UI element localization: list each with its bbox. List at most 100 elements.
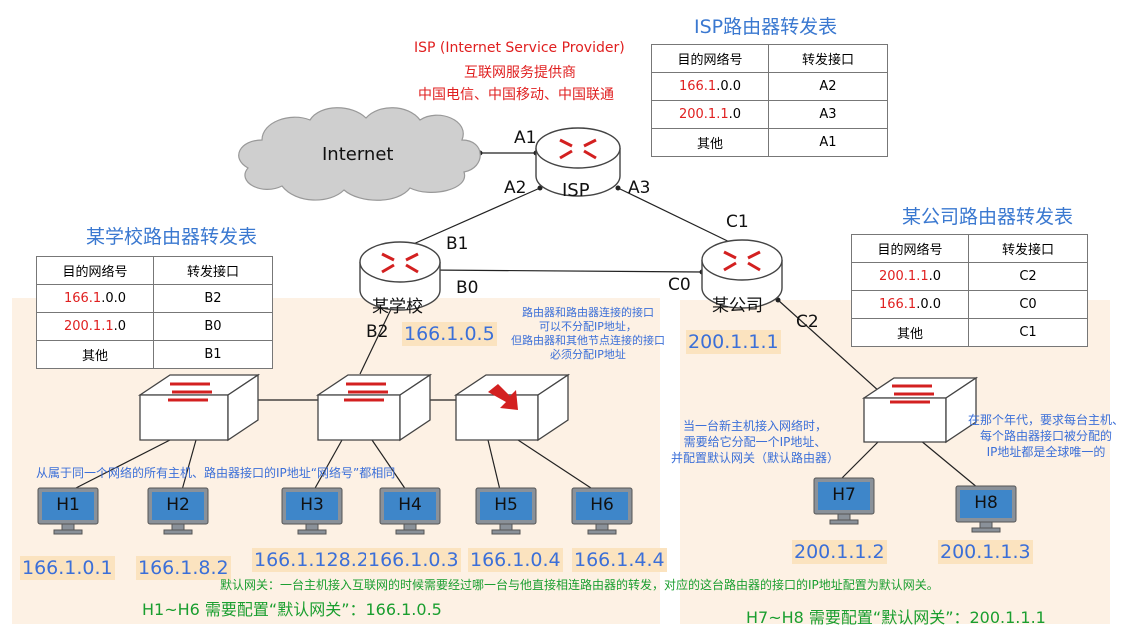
header-port: 转发接口: [968, 234, 1088, 263]
host-h1-ip: 166.1.0.1: [20, 556, 115, 580]
table-row: 200.1.1.0 B0: [36, 312, 273, 341]
internet-label: Internet: [322, 144, 394, 165]
switch-right-drawing: [861, 376, 979, 444]
header-net: 目的网络号: [851, 234, 969, 263]
net-suffix: .0: [113, 319, 127, 334]
net-suffix: .0.0: [101, 291, 127, 306]
host-h3: H3: [283, 490, 341, 548]
isp-carriers: 中国电信、中国移动、中国联通: [418, 87, 614, 103]
port-cell: A3: [768, 100, 888, 129]
port-cell: A2: [768, 72, 888, 101]
pc-h3-drawing: [281, 487, 343, 535]
isp-router-drawing: [535, 127, 621, 197]
port-cell: B1: [153, 340, 273, 369]
port-cell: C0: [968, 290, 1088, 319]
net-suffix: .0.0: [916, 297, 942, 312]
host-name: H1: [56, 495, 80, 515]
pc-h1-drawing: [37, 487, 99, 535]
header-port: 转发接口: [768, 44, 888, 73]
pc-h4-drawing: [379, 487, 441, 535]
interface-a2: A2: [504, 178, 527, 198]
note-line: 但路由器和其他节点连接的接口: [511, 334, 665, 347]
pc-h6-drawing: [571, 487, 633, 535]
net-prefix: 166.1: [63, 291, 102, 306]
net-suffix: 其他: [81, 349, 108, 364]
table-row: 166.1.0.0 A2: [651, 72, 888, 101]
table-row: 其他 B1: [36, 340, 273, 369]
note-line: IP地址都是全球唯一的: [986, 445, 1106, 459]
note-line: 必须分配IP地址: [550, 348, 626, 361]
host-h8: H8: [957, 488, 1015, 546]
table-row: 其他 A1: [651, 128, 888, 157]
company-table-title: 某公司路由器转发表: [902, 206, 1074, 228]
interface-a3: A3: [628, 178, 651, 198]
new-host-note: 当一台新主机接入网络时， 需要给它分配一个IP地址、 并配置默认网关（默认路由器…: [650, 418, 860, 466]
host-name: H5: [494, 495, 518, 515]
note-line: 可以不分配IP地址，: [539, 320, 637, 333]
host-h2-ip: 166.1.8.2: [136, 556, 231, 580]
school-gateway-ip: 166.1.0.5: [402, 322, 497, 346]
net-prefix: 200.1.1: [878, 269, 929, 284]
isp-table-title: ISP路由器转发表: [694, 16, 838, 38]
note-line: 并配置默认网关（默认路由器）: [670, 451, 839, 465]
pc-h7-drawing: [813, 477, 875, 525]
table-header: 目的网络号转发接口: [36, 256, 273, 285]
company-network-zone: [680, 300, 1110, 624]
default-gateway-note: 默认网关：一台主机接入互联网的时候需要经过哪一台与他直接相连路由器的转发，对应的…: [220, 578, 939, 592]
pc-h2-drawing: [147, 487, 209, 535]
host-h7-ip: 200.1.1.2: [792, 540, 887, 564]
table-header: 目的网络号转发接口: [851, 234, 1088, 263]
host-name: H4: [398, 495, 422, 515]
note-line: 每个路由器接口被分配的: [979, 429, 1112, 443]
host-h5: H5: [477, 490, 535, 548]
h7-h8-gateway-note: H7~H8 需要配置“默认网关”：200.1.1.1: [746, 608, 1046, 627]
hub-drawing: [453, 373, 571, 442]
school-router-drawing: [359, 241, 441, 311]
switch-2-drawing: [315, 373, 433, 442]
note-line: 在那个年代，要求每台主机、: [967, 413, 1124, 427]
internet-cloud: [238, 107, 481, 201]
interface-a1: A1: [514, 128, 537, 148]
gateway-ip-suffix: .0.5: [458, 323, 495, 345]
router-link-note: 路由器和路由器连接的接口 可以不分配IP地址， 但路由器和其他节点连接的接口 必…: [498, 306, 678, 362]
host-name: H8: [974, 493, 998, 513]
host-name: H2: [166, 495, 190, 515]
isp-router-label: ISP: [562, 180, 590, 201]
table-header: 目的网络号转发接口: [651, 44, 888, 73]
global-unique-note: 在那个年代，要求每台主机、 每个路由器接口被分配的 IP地址都是全球唯一的: [956, 412, 1136, 460]
host-name: H7: [832, 485, 856, 505]
header-net: 目的网络号: [36, 256, 154, 285]
host-h6: H6: [573, 490, 631, 548]
port-cell: C1: [968, 318, 1088, 347]
host-h6-ip: 166.1.4.4: [572, 548, 667, 572]
host-name: H6: [590, 495, 614, 515]
net-suffix: .0.0: [716, 79, 742, 94]
gateway-ip-prefix: 166.1: [404, 323, 459, 345]
header-net: 目的网络号: [651, 44, 769, 73]
host-h8-ip: 200.1.1.3: [938, 540, 1033, 564]
net-prefix: 166.1: [678, 79, 717, 94]
company-router-drawing: [701, 239, 783, 309]
net-suffix: .0: [728, 107, 742, 122]
host-h7: H7: [815, 480, 873, 538]
pc-h8-drawing: [955, 485, 1017, 533]
interface-c0: C0: [668, 275, 691, 295]
interface-c2: C2: [796, 312, 819, 332]
interface-b1: B1: [446, 234, 469, 254]
school-router-label: 某学校: [372, 297, 423, 317]
pc-h5-drawing: [475, 487, 537, 535]
port-cell: A1: [768, 128, 888, 157]
port-cell: B0: [153, 312, 273, 341]
note-line: 当一台新主机接入网络时，: [682, 419, 827, 433]
host-h4: H4: [381, 490, 439, 548]
host-h2: H2: [149, 490, 207, 548]
host-h1: H1: [39, 490, 97, 548]
host-name: H3: [300, 495, 324, 515]
net-prefix: 200.1.1: [63, 319, 114, 334]
net-suffix: 其他: [696, 137, 723, 152]
isp-name: ISP (Internet Service Provider): [414, 40, 625, 56]
